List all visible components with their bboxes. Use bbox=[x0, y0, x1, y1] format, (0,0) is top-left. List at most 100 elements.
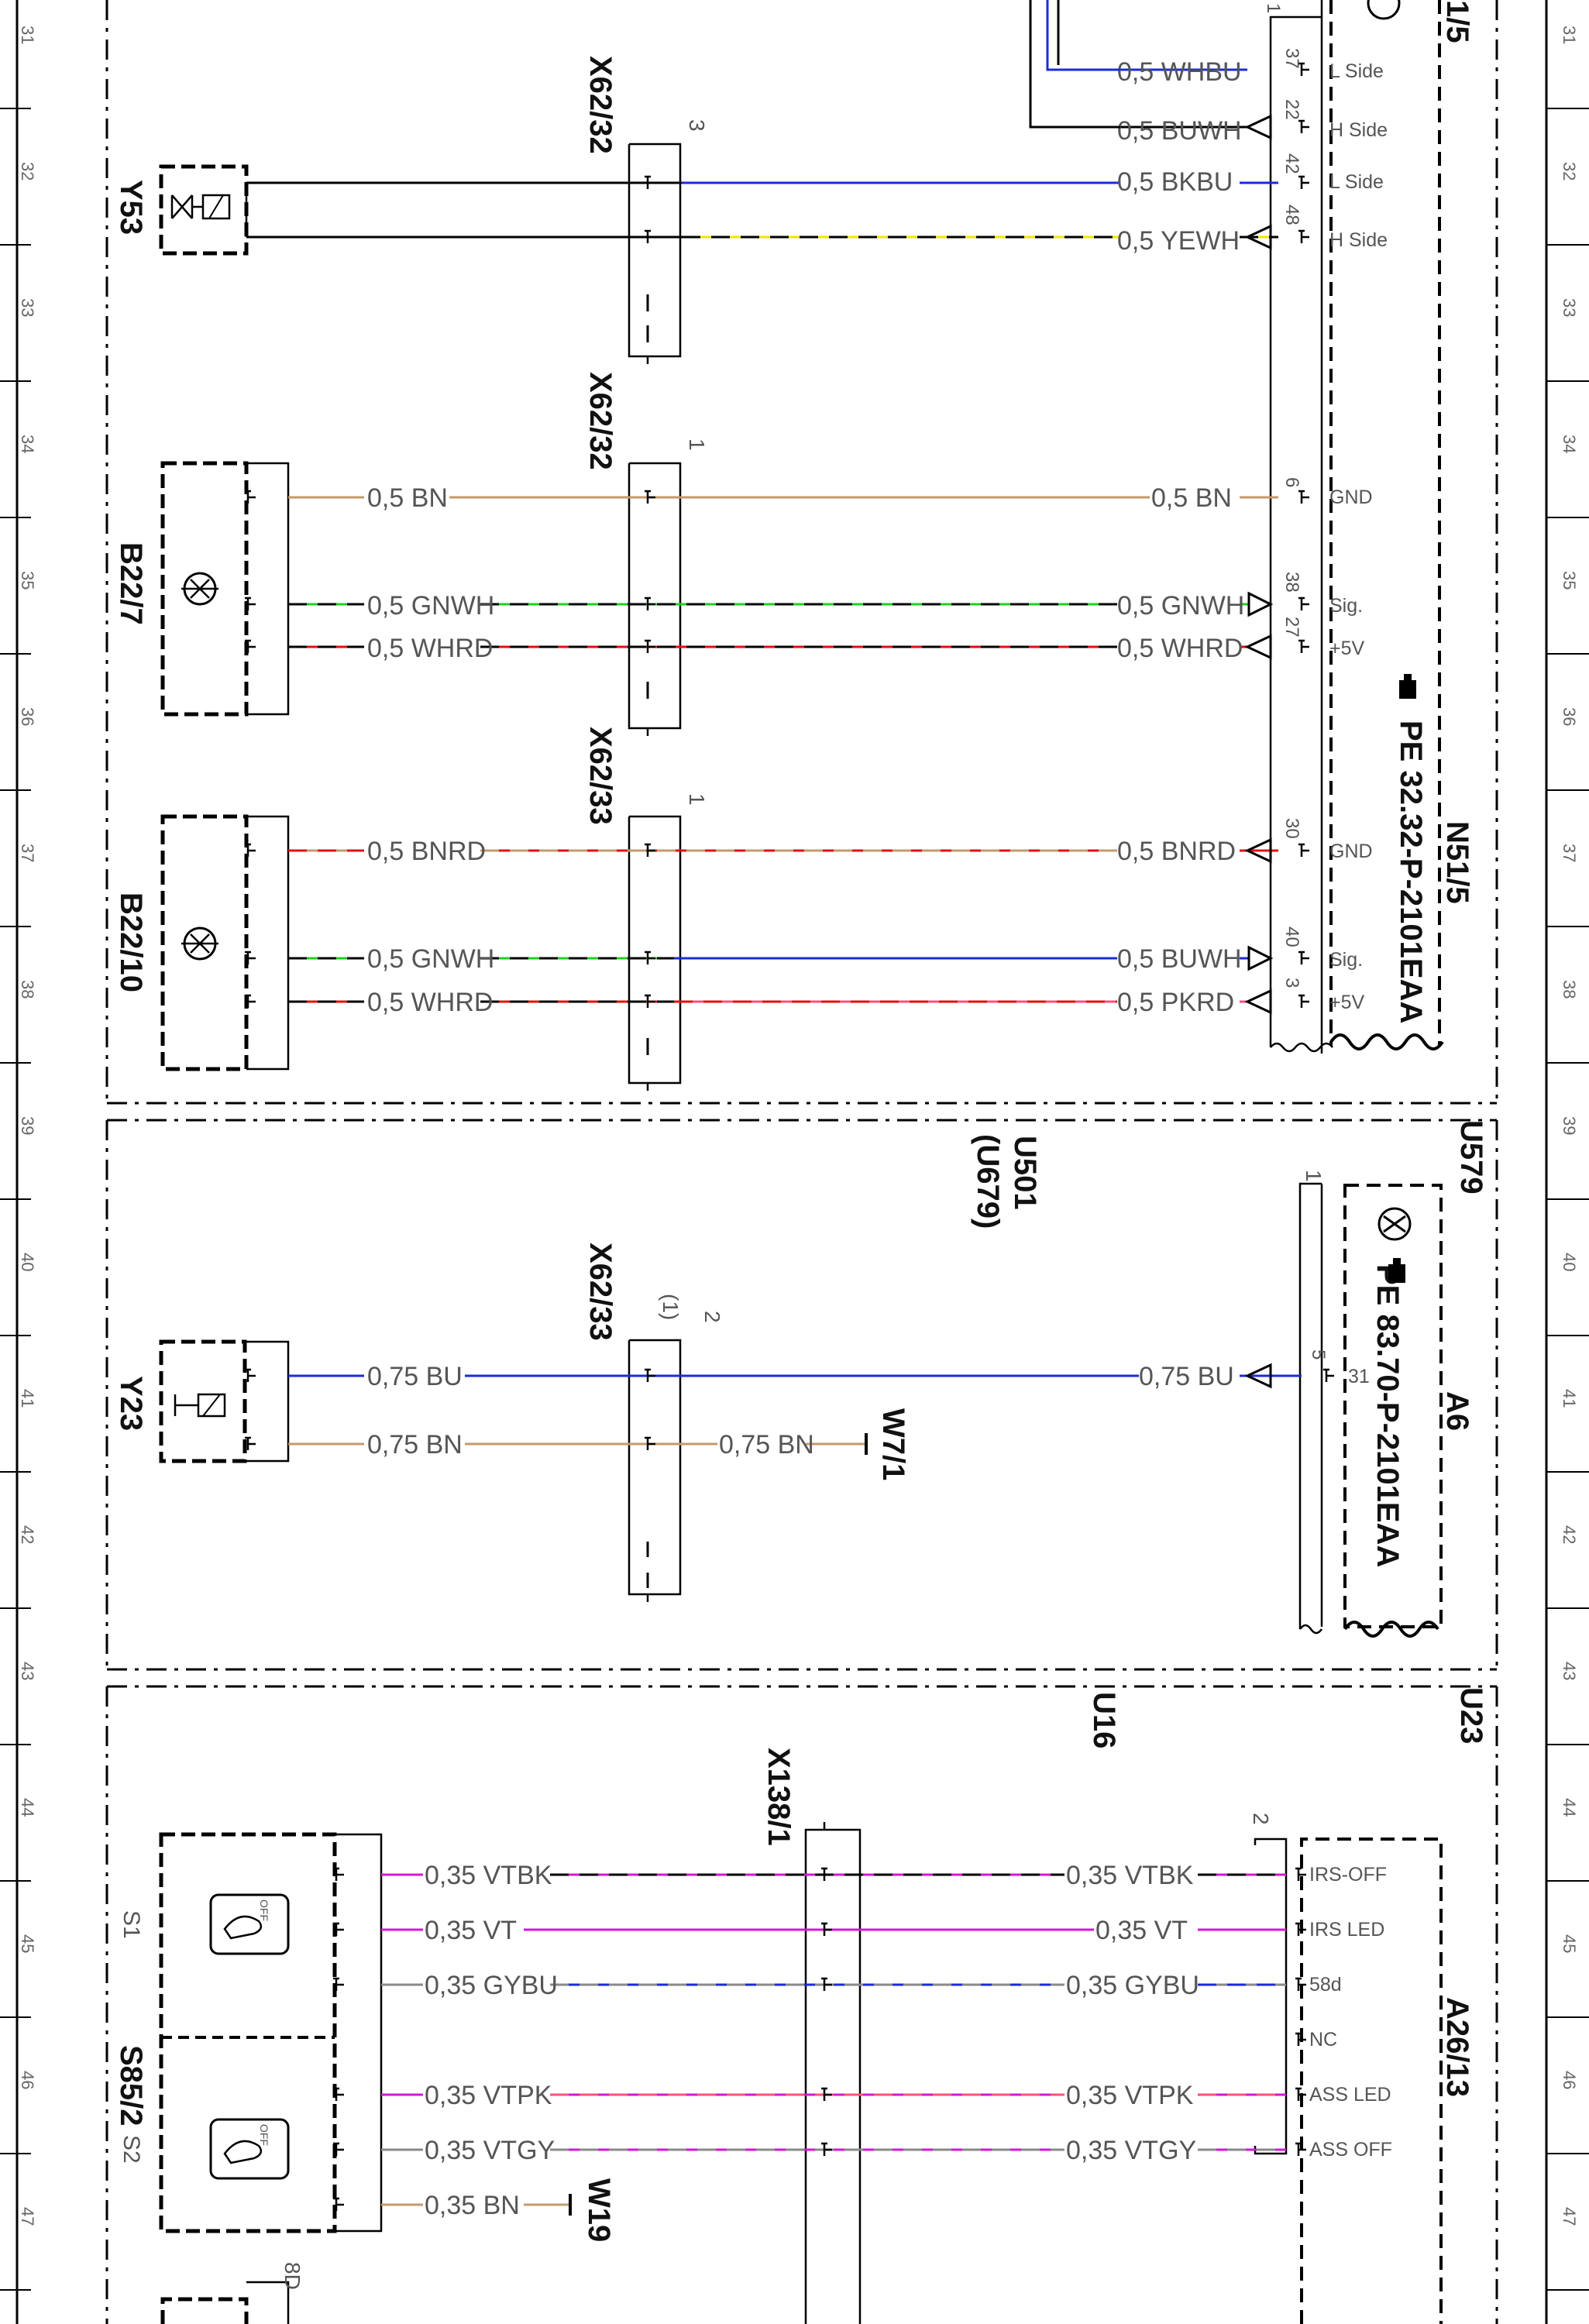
pin-terminal bbox=[245, 1368, 256, 1382]
pin-terminal bbox=[333, 2087, 344, 2101]
grid-label: 46 bbox=[18, 2071, 37, 2089]
grid-left bbox=[0, 0, 31, 2324]
grid-label: 31 bbox=[1560, 26, 1579, 44]
wire-label: 0,5 WHRD bbox=[367, 988, 493, 1017]
pin-number: 3 bbox=[1281, 978, 1302, 988]
wire-label: 0,75 BU bbox=[1139, 1362, 1234, 1391]
signal-label: IRS LED bbox=[1309, 1919, 1384, 1941]
pin-terminal bbox=[821, 1867, 832, 1881]
module-ref-n51-5: PE 32.32-P-2101EAA bbox=[1394, 720, 1428, 1023]
signal-arrow bbox=[1244, 224, 1272, 250]
grid-label: 35 bbox=[1560, 571, 1579, 590]
wire-label: 0,5 WHRD bbox=[367, 634, 493, 663]
wire-label: 0,35 VTPK bbox=[425, 2081, 552, 2110]
wire-label: 0,5 BNRD bbox=[367, 837, 486, 866]
a6-break bbox=[1343, 1621, 1439, 1638]
wire-label: 0,5 GNWH bbox=[367, 591, 494, 621]
signal-label: +5V bbox=[1329, 638, 1365, 659]
grid-label: 45 bbox=[18, 1934, 37, 1953]
pin-number: 40 bbox=[1281, 927, 1302, 947]
pin-terminal bbox=[333, 1922, 344, 1936]
pin-terminal bbox=[821, 1977, 832, 1991]
pin-terminal bbox=[645, 175, 655, 189]
signal-label: Sig. bbox=[1329, 595, 1363, 617]
signal-label: ASS LED bbox=[1309, 2084, 1391, 2106]
pin-terminal bbox=[245, 639, 256, 653]
grid-label: 38 bbox=[18, 980, 37, 999]
bottom-component bbox=[160, 2297, 249, 2324]
section-label-u501: U501 bbox=[1008, 1136, 1042, 1210]
connector-label-x138-1: X138/1 bbox=[762, 1748, 796, 1846]
module-label-n51-5: N51/5 bbox=[1440, 821, 1474, 904]
pin-terminal bbox=[1298, 490, 1309, 504]
pin-number: 38 bbox=[1281, 572, 1302, 593]
a26-13-module bbox=[1254, 1838, 1288, 2155]
module-label-a6: A6 bbox=[1440, 1391, 1474, 1431]
pin-number: 1 bbox=[1263, 3, 1284, 13]
signal-label: IRS-OFF bbox=[1309, 1864, 1387, 1886]
connector-mark: 2 bbox=[1249, 1813, 1273, 1825]
pin-terminal bbox=[1323, 1368, 1334, 1382]
signal-label: H Side bbox=[1329, 229, 1388, 251]
ground-label-w19: W19 bbox=[582, 2178, 616, 2242]
signal-label: NC bbox=[1309, 2029, 1337, 2051]
grid-label: 40 bbox=[18, 1253, 37, 1271]
pin-number: 42 bbox=[1281, 153, 1302, 174]
section-label-u679: (U679) bbox=[971, 1134, 1005, 1229]
wire-label: 0,35 BN bbox=[425, 2191, 520, 2220]
grid-label: 34 bbox=[18, 435, 37, 453]
pin-number: 6 bbox=[1281, 477, 1302, 487]
grid-label: 38 bbox=[1560, 980, 1579, 999]
wire-label: 0,35 VTPK bbox=[1066, 2081, 1194, 2110]
switch-off-label: OFF bbox=[258, 1899, 270, 1921]
y53-valve bbox=[159, 164, 249, 256]
diagnosis-symbol-icon bbox=[1367, 0, 1412, 1241]
grid-label: 41 bbox=[18, 1389, 37, 1408]
wire-label: 0,5 BUWH bbox=[1117, 944, 1242, 974]
pin-terminal bbox=[1298, 175, 1309, 189]
pin-terminal bbox=[333, 2197, 344, 2211]
grid-label: 37 bbox=[1560, 844, 1579, 862]
signal-label: Sig. bbox=[1329, 949, 1363, 971]
b22-7-sensor bbox=[160, 461, 290, 717]
wire-label: 0,35 VTGY bbox=[425, 2136, 555, 2165]
pin-terminal bbox=[1298, 62, 1309, 76]
grid-label: 32 bbox=[18, 162, 37, 180]
wire-label: 0,35 GYBU bbox=[425, 1971, 558, 2000]
pin-number: 27 bbox=[1281, 617, 1302, 638]
a6-module bbox=[1298, 1182, 1323, 1635]
a26-13-dashed-box bbox=[1300, 1838, 1443, 2324]
pin-terminal bbox=[1298, 229, 1309, 243]
grid-label: 36 bbox=[18, 707, 37, 726]
signal-label: L Side bbox=[1329, 171, 1384, 193]
connector-housings bbox=[628, 143, 862, 2324]
pin-terminal bbox=[1298, 994, 1309, 1008]
signal-arrow bbox=[1244, 837, 1272, 864]
pin-terminal bbox=[245, 596, 256, 610]
component-labels: Y53 B22/7 B22/10 Y23 S85/2 S1 S2 OFF OFF… bbox=[114, 0, 1488, 2242]
section-frames bbox=[105, 0, 1498, 2324]
pin-terminal bbox=[645, 1368, 655, 1382]
connector-label-x62-33: X62/33 bbox=[583, 1243, 617, 1341]
switch-off-label: OFF bbox=[258, 2124, 270, 2146]
grid-label: 37 bbox=[18, 844, 37, 862]
signal-arrow bbox=[1244, 1363, 1272, 1389]
signal-label: H Side bbox=[1329, 119, 1388, 141]
grid-label: 33 bbox=[1560, 298, 1579, 317]
a6-dashed-box bbox=[1343, 1184, 1443, 1628]
connector-mark: 1 bbox=[1302, 1170, 1326, 1182]
connector-mark: 8D bbox=[280, 2262, 304, 2290]
component-label-y23: Y23 bbox=[114, 1376, 148, 1431]
pin-terminal bbox=[333, 1867, 344, 1881]
module-ref-a6: PE 83.70-P-2101EAA bbox=[1371, 1264, 1405, 1567]
signal-arrow bbox=[1247, 591, 1274, 617]
pin-terminal bbox=[821, 1922, 832, 1936]
pin-terminal bbox=[333, 2142, 344, 2156]
connector-mark: 2 bbox=[700, 1311, 724, 1323]
wire-label: 0,35 VTBK bbox=[1066, 1861, 1194, 1890]
section-label-u16: U16 bbox=[1087, 1692, 1121, 1748]
n51-5-module bbox=[1269, 0, 1333, 1054]
wire-label: 0,35 VT bbox=[425, 1916, 517, 1945]
component-label-b22-10: B22/10 bbox=[114, 892, 148, 992]
